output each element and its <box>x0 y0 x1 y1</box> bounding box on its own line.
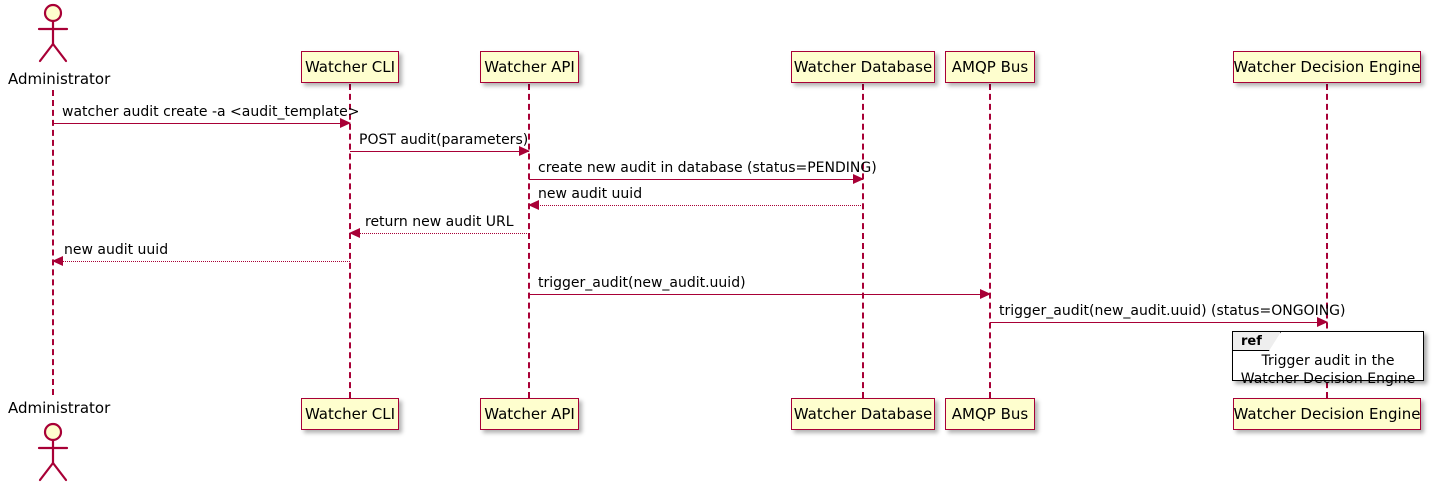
message-line <box>529 205 863 206</box>
participant-amqp-bus-top[interactable]: AMQP Bus <box>945 51 1035 83</box>
arrowhead-left-icon <box>349 228 360 238</box>
actor-label-administrator-top: Administrator <box>8 70 111 88</box>
ref-fragment-line-1: Trigger audit in the <box>1261 353 1395 369</box>
ref-fragment-text: Trigger audit in the Watcher Decision En… <box>1233 353 1423 388</box>
message-label: new audit uuid <box>538 185 643 202</box>
lifeline-amqp-bus <box>989 84 991 398</box>
actor-administrator-top[interactable] <box>33 2 75 64</box>
arrowhead-left-icon <box>52 256 63 266</box>
lifeline-decision-engine <box>1326 84 1328 398</box>
message-label: watcher audit create -a <audit_template> <box>62 103 360 120</box>
actor-label-administrator-bottom: Administrator <box>8 399 111 417</box>
message-line <box>350 151 529 152</box>
arrowhead-right-icon <box>1317 317 1328 327</box>
participant-watcher-api-top[interactable]: Watcher API <box>480 51 579 83</box>
participant-watcher-cli-bottom[interactable]: Watcher CLI <box>301 398 399 430</box>
arrowhead-right-icon <box>519 146 530 156</box>
message-line <box>350 233 529 234</box>
message-label: create new audit in database (status=PEN… <box>538 159 877 176</box>
participant-watcher-database-bottom[interactable]: Watcher Database <box>791 398 935 430</box>
message-label: return new audit URL <box>365 213 514 230</box>
message-label: new audit uuid <box>64 241 169 258</box>
participant-watcher-database-top[interactable]: Watcher Database <box>791 51 935 83</box>
participant-decision-engine-bottom[interactable]: Watcher Decision Engine <box>1233 398 1421 430</box>
lifeline-watcher-cli <box>349 84 351 398</box>
message-label: trigger_audit(new_audit.uuid) <box>538 274 746 291</box>
lifeline-administrator <box>52 90 54 395</box>
message-line <box>529 179 863 180</box>
ref-fragment[interactable]: ref Trigger audit in the Watcher Decisio… <box>1232 331 1424 387</box>
lifeline-watcher-api <box>528 84 530 398</box>
message-line <box>529 294 990 295</box>
lifeline-watcher-database <box>862 84 864 398</box>
arrowhead-right-icon <box>340 118 351 128</box>
participant-decision-engine-top[interactable]: Watcher Decision Engine <box>1233 51 1421 83</box>
ref-fragment-tab: ref <box>1233 332 1281 351</box>
message-label: POST audit(parameters) <box>359 131 529 148</box>
participant-watcher-api-bottom[interactable]: Watcher API <box>480 398 579 430</box>
arrowhead-left-icon <box>528 200 539 210</box>
message-label: trigger_audit(new_audit.uuid) (status=ON… <box>999 302 1346 319</box>
arrowhead-right-icon <box>853 174 864 184</box>
participant-watcher-cli-top[interactable]: Watcher CLI <box>301 51 399 83</box>
message-line <box>53 123 350 124</box>
participant-amqp-bus-bottom[interactable]: AMQP Bus <box>945 398 1035 430</box>
actor-administrator-bottom[interactable] <box>33 421 75 483</box>
arrowhead-right-icon <box>980 289 991 299</box>
message-line <box>53 261 350 262</box>
message-line <box>990 322 1327 323</box>
ref-fragment-line-2: Watcher Decision Engine <box>1240 370 1416 387</box>
